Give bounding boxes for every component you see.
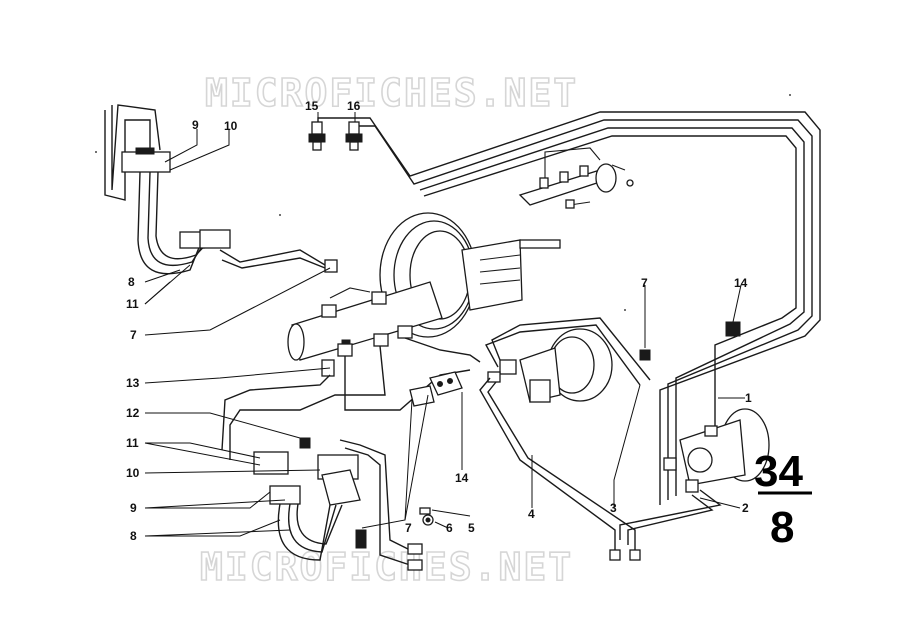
callout-13: 13: [126, 376, 140, 390]
callout-7-bottom: 7: [405, 521, 412, 535]
pipe-end-3: [629, 549, 641, 561]
group-number-top: 34: [754, 447, 803, 496]
rear-regulator: [479, 317, 651, 555]
callout-15: 15: [305, 99, 319, 113]
front-lower-hose-assembly: [253, 437, 367, 561]
callout-labels: 15 16 9 10 8 11 7 13 12 11 10 9 8 14 7 6…: [126, 99, 752, 543]
pipe-clip-14-center: [429, 371, 463, 396]
parts-5-6: [419, 507, 434, 526]
outlet-fittings: [321, 325, 413, 377]
callout-1: 1: [745, 391, 752, 405]
callout-12: 12: [126, 406, 140, 420]
callout-14-center: 14: [455, 471, 469, 485]
leader-lines: [144, 112, 745, 537]
group-number-bottom: 8: [770, 503, 794, 552]
master-cylinder: [287, 281, 443, 361]
callout-2: 2: [742, 501, 749, 515]
callout-11-bottom: 11: [126, 436, 139, 450]
callout-16: 16: [347, 99, 361, 113]
watermark-bottom: MICROFICHES.NET: [200, 545, 573, 589]
group-number: 34 8: [754, 447, 812, 552]
callout-9-bottom: 9: [130, 501, 137, 515]
bottom-connectors: [407, 543, 423, 571]
watermark-top: MICROFICHES.NET: [205, 71, 578, 115]
pipe-clip-7-center: [409, 385, 435, 407]
callout-10-top: 10: [224, 119, 238, 133]
callout-7-right: 7: [641, 276, 648, 290]
rear-wheel-cylinder: [619, 408, 770, 545]
main-pipe-bundle: [317, 111, 821, 505]
callout-11-top: 11: [126, 297, 139, 311]
fitting-15: [308, 121, 326, 151]
brake-distributor: [518, 147, 634, 209]
callout-4: 4: [528, 507, 535, 521]
callout-6: 6: [446, 521, 453, 535]
scan-specks: [95, 94, 791, 311]
callout-5: 5: [468, 521, 475, 535]
fitting-16: [345, 121, 363, 151]
callout-7-left: 7: [130, 328, 137, 342]
callout-3: 3: [610, 501, 617, 515]
front-upper-hose-assembly: [104, 104, 338, 275]
callout-14-right: 14: [734, 276, 748, 290]
callout-9-top: 9: [192, 118, 199, 132]
callout-8-top: 8: [128, 275, 135, 289]
clip-7-right: [639, 349, 651, 361]
callout-8-bottom: 8: [130, 529, 137, 543]
pipe-end-4: [609, 549, 621, 561]
callout-10-bottom: 10: [126, 466, 140, 480]
clip-14-right: [725, 321, 741, 337]
